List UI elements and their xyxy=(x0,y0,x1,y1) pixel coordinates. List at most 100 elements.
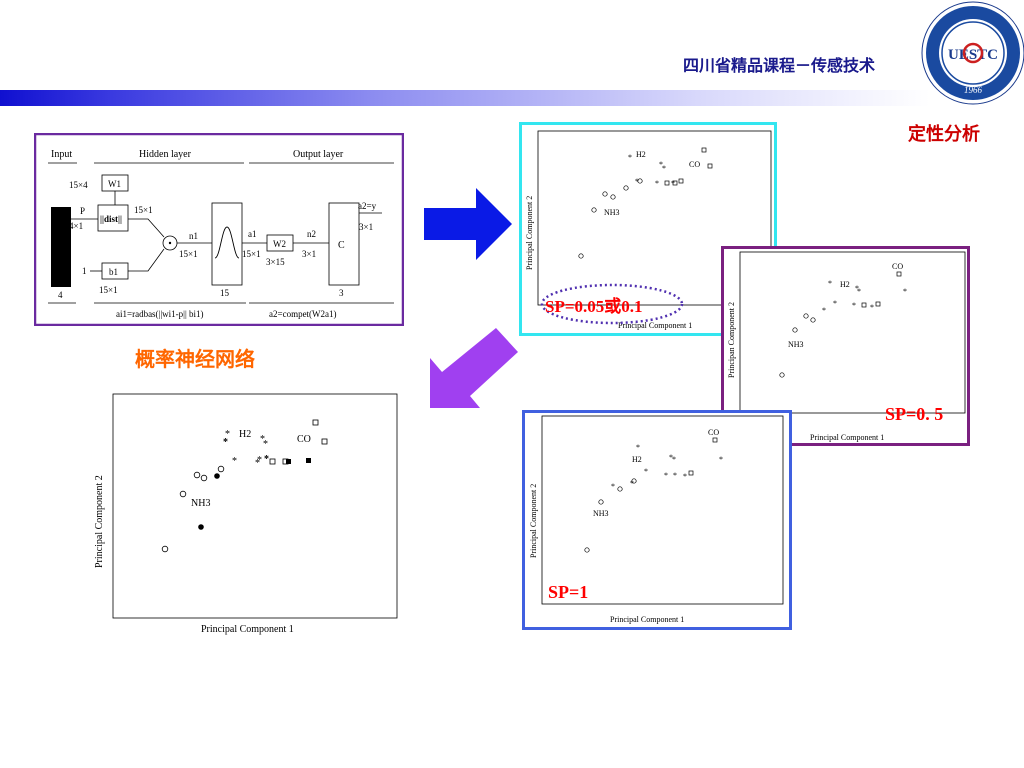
n1-dim: 15×1 xyxy=(179,249,198,259)
sp-label-small: SP=0.05或0.1 xyxy=(545,297,643,316)
input-vector xyxy=(51,207,71,287)
class-co: CO xyxy=(689,160,700,169)
svg-text:*: * xyxy=(828,279,832,288)
ylabel: Principan Component 2 xyxy=(727,302,736,378)
svg-text:*: * xyxy=(870,303,874,312)
bias-input: 1 xyxy=(82,266,87,276)
svg-text:*: * xyxy=(852,301,856,310)
pca-plot-sp1: Principal Component 1 Principal Componen… xyxy=(522,410,792,630)
svg-text:*: * xyxy=(664,471,668,480)
svg-text:*: * xyxy=(719,455,723,464)
svg-text:*: * xyxy=(635,177,639,186)
svg-text:*: * xyxy=(644,467,648,476)
xlabel: Principal Component 1 xyxy=(810,433,884,442)
svg-text:*: * xyxy=(611,482,615,491)
class-nh3: NH3 xyxy=(191,498,210,509)
dist-dim: 15×1 xyxy=(134,205,153,215)
w2-dim: 3×15 xyxy=(266,257,285,267)
class-nh3: NH3 xyxy=(788,340,804,349)
class-co: CO xyxy=(892,262,903,271)
svg-text:*: * xyxy=(903,287,907,296)
p-label: P xyxy=(80,206,85,216)
h2-points: ********** xyxy=(611,443,723,491)
b1-label: b1 xyxy=(109,267,118,277)
h2-points: ****** xyxy=(225,429,268,469)
svg-text:*: * xyxy=(822,306,826,315)
p-dim: 4×1 xyxy=(69,221,83,231)
hidden-equation: ai1=radbas(||wi1-p|| bi1) xyxy=(116,309,204,319)
hidden-layer-label: Hidden layer xyxy=(139,149,192,160)
a1-label: a1 xyxy=(248,229,257,239)
class-h2: H2 xyxy=(636,150,646,159)
ylabel: Principal Component 2 xyxy=(525,196,534,270)
svg-text:*: * xyxy=(630,479,634,488)
n2-label: n2 xyxy=(307,229,316,239)
svg-text:*: * xyxy=(260,434,265,445)
a1-dim: 15×1 xyxy=(242,249,261,259)
svg-text:*: * xyxy=(636,443,640,452)
compet-label: C xyxy=(338,240,345,251)
hidden-size: 15 xyxy=(220,288,230,298)
xlabel: Principal Component 1 xyxy=(201,624,294,635)
logo-year: 1966 xyxy=(964,85,983,95)
svg-text:*: * xyxy=(257,455,262,466)
svg-text:*: * xyxy=(672,455,676,464)
class-nh3: NH3 xyxy=(604,208,620,217)
class-h2: H2 xyxy=(632,455,642,464)
svg-text:*: * xyxy=(264,454,269,465)
sp-label-half: SP=0. 5 xyxy=(885,404,944,424)
svg-text:*: * xyxy=(857,287,861,296)
h2-test-points: ** xyxy=(223,437,269,465)
nh3-test-points xyxy=(198,473,220,530)
nh3-points xyxy=(578,178,643,259)
svg-text:*: * xyxy=(255,458,260,469)
down-left-arrow-icon xyxy=(430,328,518,408)
xlabel: Principal Component 1 xyxy=(610,615,684,624)
co-points xyxy=(861,271,902,308)
sp-highlight-ellipse xyxy=(540,283,684,325)
n1-label: n1 xyxy=(189,231,198,241)
university-logo: UESTC 1966 xyxy=(921,1,1024,105)
output-layer-label: Output layer xyxy=(293,149,344,160)
co-points xyxy=(688,437,718,476)
class-h2: H2 xyxy=(840,280,850,289)
input-layer-label: Input xyxy=(51,149,72,160)
w1-dim: 15×4 xyxy=(69,180,88,190)
section-title: 定性分析 xyxy=(908,124,980,145)
class-h2: H2 xyxy=(239,429,251,440)
svg-text:*: * xyxy=(225,429,230,440)
svg-text:*: * xyxy=(223,437,228,448)
svg-text:*: * xyxy=(669,453,673,462)
svg-text:*: * xyxy=(659,160,663,169)
a2-label: a2=y xyxy=(358,201,377,211)
input-size: 4 xyxy=(58,290,63,300)
svg-text:*: * xyxy=(628,153,632,162)
output-size: 3 xyxy=(339,288,344,298)
svg-text:*: * xyxy=(655,179,659,188)
dist-label: ||dist|| xyxy=(100,214,122,224)
b1-dim: 15×1 xyxy=(99,285,118,295)
w1-label: W1 xyxy=(108,179,121,189)
output-equation: a2=compet(W2a1) xyxy=(269,309,337,319)
svg-text:*: * xyxy=(833,299,837,308)
n2-dim: 3×1 xyxy=(302,249,316,259)
pca-plot-result: Principal Component 1 Principal Componen… xyxy=(94,393,398,635)
a2-dim: 3×1 xyxy=(359,222,373,232)
svg-text:*: * xyxy=(855,284,859,293)
ylabel: Principal Component 2 xyxy=(94,475,105,568)
co-points xyxy=(269,419,328,465)
pnn-architecture-diagram: Input Hidden layer Output layer P 4×1 4 … xyxy=(34,133,404,326)
svg-text:*: * xyxy=(673,471,677,480)
svg-text:*: * xyxy=(232,456,237,467)
sp-label-one: SP=1 xyxy=(548,582,589,602)
right-arrow-icon xyxy=(424,188,512,260)
svg-text:*: * xyxy=(662,164,666,173)
radbas-block xyxy=(211,202,243,286)
svg-text:*: * xyxy=(683,472,687,481)
class-nh3: NH3 xyxy=(593,509,609,518)
course-title: 四川省精品课程－传感技术 xyxy=(683,56,876,75)
svg-text:*: * xyxy=(263,439,268,450)
w2-label: W2 xyxy=(273,239,286,249)
nh3-points xyxy=(584,478,637,553)
nn-caption: 概率神经网络 xyxy=(135,347,255,371)
